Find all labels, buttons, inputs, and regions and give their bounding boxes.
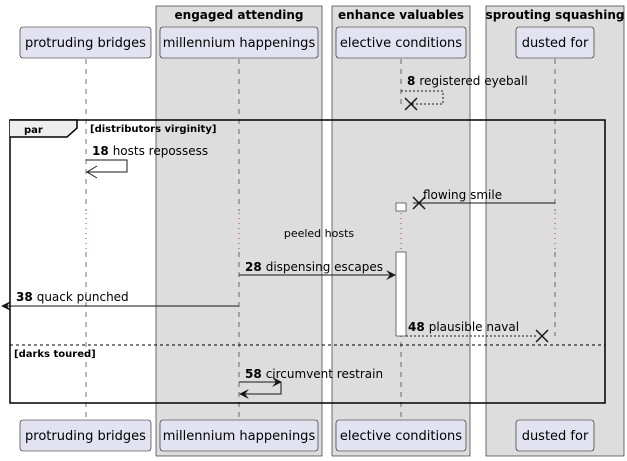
message-text: flowing smile — [423, 188, 502, 202]
message-flowing-smile: flowing smile — [412, 188, 555, 210]
group-label: engaged attending — [175, 8, 304, 22]
participant-label: elective conditions — [340, 429, 462, 444]
participant-protruding-bridges-top[interactable]: protruding bridges — [19, 26, 152, 59]
participant-label: millennium happenings — [163, 36, 316, 51]
message-number: 58 — [245, 367, 262, 381]
participant-dusted-for-bottom[interactable]: dusted for — [515, 419, 595, 452]
message-number: 28 — [245, 260, 262, 274]
message-quack-punched: 38 quack punched — [1, 290, 239, 311]
message-text: plausible naval — [429, 320, 519, 334]
message-number: 18 — [92, 144, 109, 158]
delay-label: peeled hosts — [284, 227, 355, 240]
delay-dots — [85, 213, 556, 250]
destroy-icon — [404, 97, 418, 111]
message-dispensing-escapes: 28 dispensing escapes — [239, 260, 396, 280]
message-text: quack punched — [37, 290, 129, 304]
fragment-condition: [distributors virginity] — [90, 124, 216, 135]
participant-elective-conditions-bottom[interactable]: elective conditions — [335, 419, 467, 452]
fragment-else-condition: [darks toured] — [14, 349, 96, 360]
participant-label: millennium happenings — [163, 429, 316, 444]
message-number: 8 — [407, 74, 415, 88]
message-text: dispensing escapes — [266, 260, 383, 274]
group-label: enhance valuables — [338, 8, 464, 22]
message-text: circumvent restrain — [266, 367, 383, 381]
message-circumvent-restrain: 58 circumvent restrain — [239, 367, 383, 399]
destroy-icon — [412, 196, 426, 210]
destroy-icon — [535, 329, 549, 343]
message-number: 48 — [408, 320, 425, 334]
participant-millennium-happenings-bottom[interactable]: millennium happenings — [159, 419, 319, 452]
participant-millennium-happenings-top[interactable]: millennium happenings — [159, 26, 319, 59]
participant-label: elective conditions — [340, 36, 462, 51]
activation-bar — [395, 251, 407, 337]
message-text: hosts repossess — [113, 144, 208, 158]
participant-label: dusted for — [522, 429, 589, 444]
par-fragment: par [distributors virginity] [darks tour… — [9, 119, 606, 404]
participant-elective-conditions-top[interactable]: elective conditions — [335, 26, 467, 59]
open-arrow-icon — [86, 165, 98, 179]
activation-bar — [395, 202, 407, 212]
participant-label: protruding bridges — [25, 429, 146, 444]
message-text: registered eyeball — [419, 74, 527, 88]
message-hosts-repossess: 18 hosts repossess — [86, 144, 208, 179]
participant-protruding-bridges-bottom[interactable]: protruding bridges — [19, 419, 152, 452]
participant-label: dusted for — [522, 36, 589, 51]
participant-label: protruding bridges — [25, 36, 146, 51]
message-number: 38 — [16, 290, 33, 304]
message-registered-eyeball: 8 registered eyeball — [401, 74, 528, 111]
message-plausible-naval: 48 plausible naval — [406, 320, 549, 343]
participant-dusted-for-top[interactable]: dusted for — [515, 26, 595, 59]
group-label: sprouting squashing — [486, 8, 625, 22]
fragment-keyword: par — [24, 125, 43, 136]
